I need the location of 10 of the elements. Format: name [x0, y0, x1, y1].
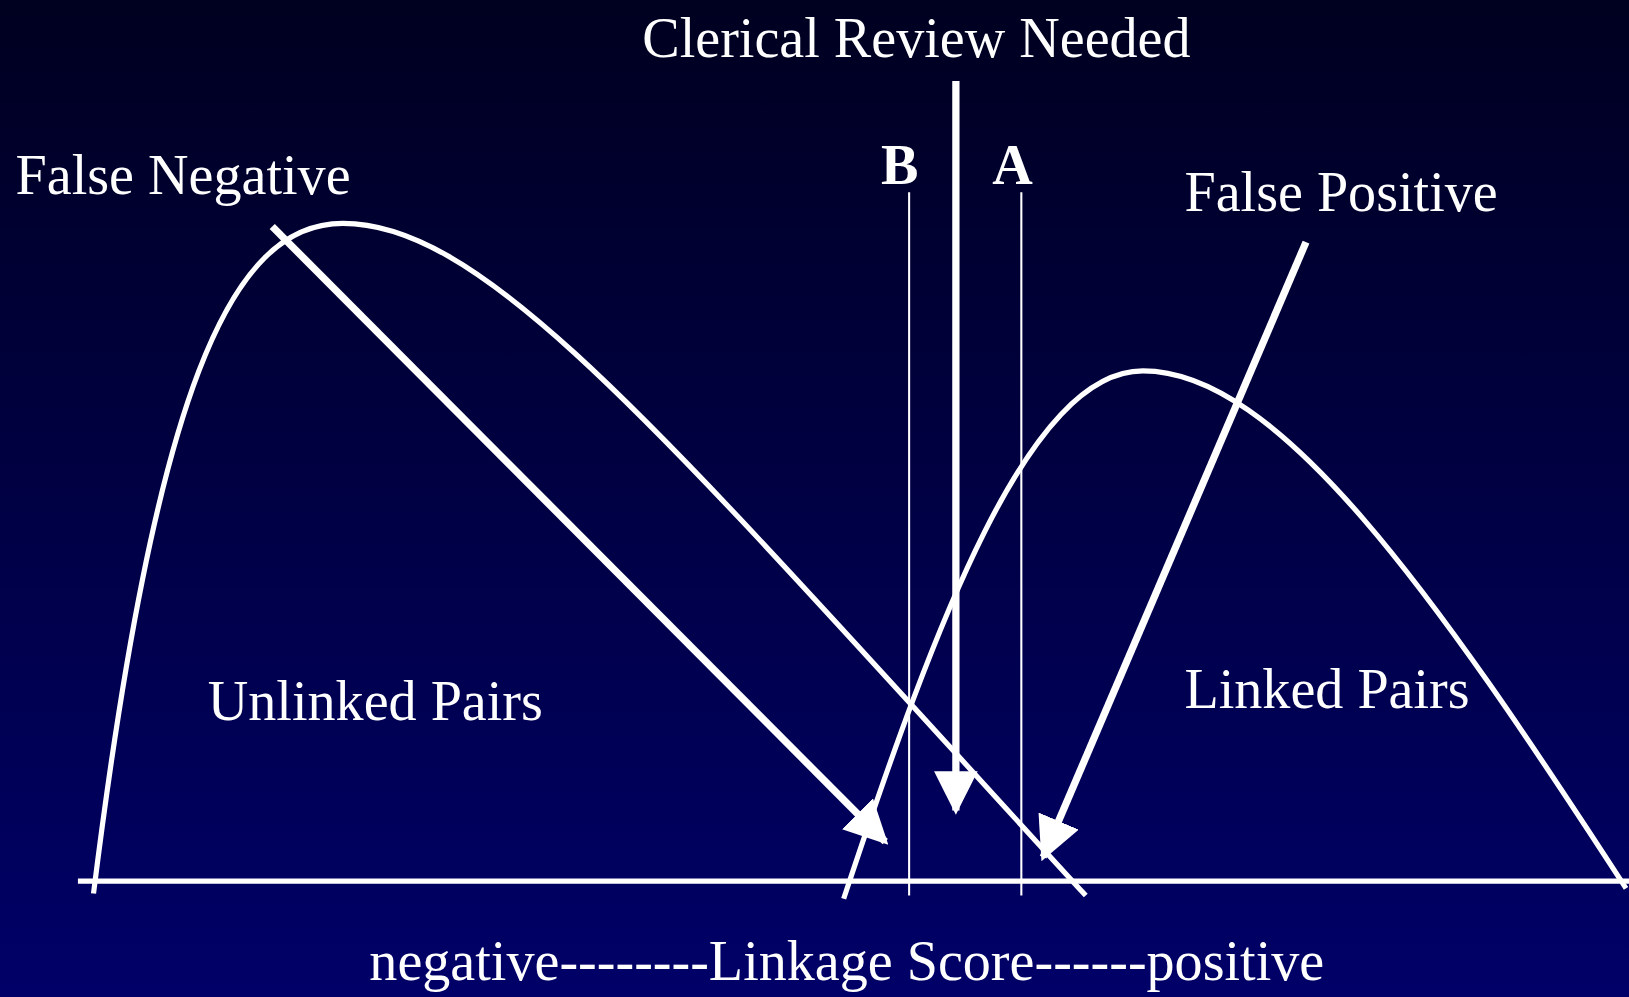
threshold-label: A	[992, 137, 1033, 194]
leader-arrow	[1038, 240, 1310, 862]
axis-label: negative--------Linkage Score------positive	[369, 933, 1325, 990]
annotation-text: Clerical Review Needed	[642, 10, 1191, 67]
threshold-label: B	[881, 137, 919, 194]
curve-label: Linked Pairs	[1184, 660, 1470, 717]
annotation-text: False Negative	[15, 147, 351, 204]
curve-label: Unlinked Pairs	[207, 673, 543, 730]
annotation-text: False Positive	[1184, 164, 1498, 221]
leader-arrow	[269, 223, 889, 845]
